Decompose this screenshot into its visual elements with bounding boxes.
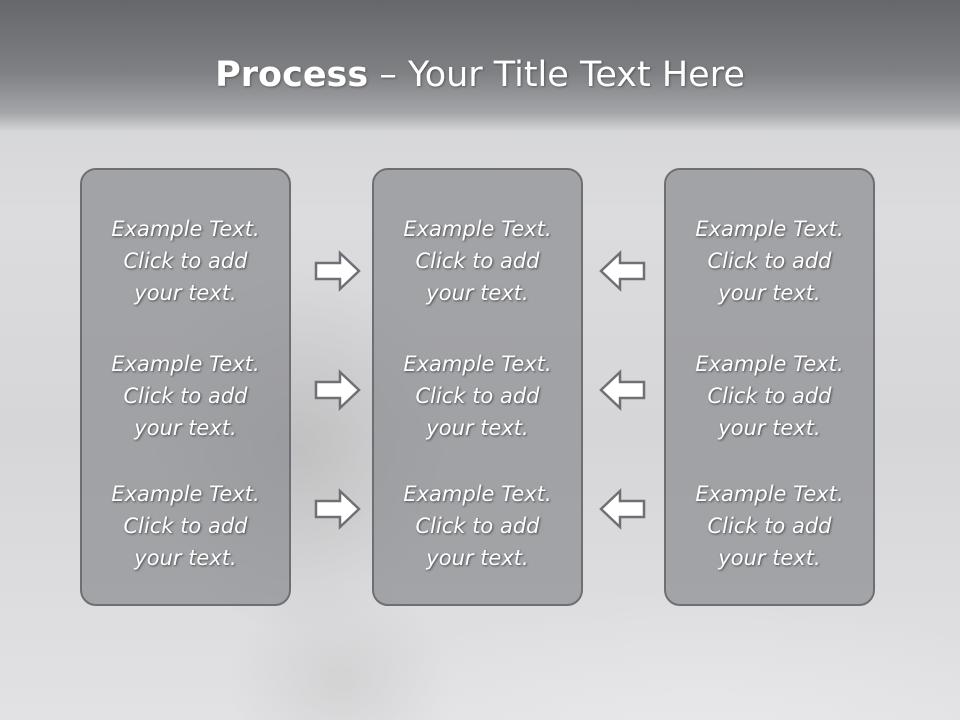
- process-box-left[interactable]: Example Text. Click to add your text. Ex…: [80, 168, 291, 606]
- text-line: Click to add: [123, 384, 248, 408]
- text-line: Example Text.: [695, 482, 844, 506]
- text-line: your text.: [134, 281, 237, 305]
- process-box-right[interactable]: Example Text. Click to add your text. Ex…: [664, 168, 875, 606]
- title-bar: [0, 0, 960, 132]
- title-bold: Process: [215, 55, 369, 95]
- text-line: Click to add: [707, 384, 832, 408]
- text-line: Example Text.: [111, 352, 260, 376]
- text-block[interactable]: Example Text. Click to add your text.: [666, 348, 873, 444]
- text-line: Example Text.: [403, 217, 552, 241]
- text-line: Click to add: [707, 514, 832, 538]
- text-line: Click to add: [707, 249, 832, 273]
- slide-title[interactable]: Process – Your Title Text Here: [0, 52, 960, 98]
- arrow-right-icon: [314, 369, 361, 411]
- text-line: Example Text.: [695, 352, 844, 376]
- text-line: your text.: [134, 416, 237, 440]
- text-line: your text.: [134, 546, 237, 570]
- text-line: your text.: [426, 281, 529, 305]
- text-block[interactable]: Example Text. Click to add your text.: [82, 478, 289, 574]
- process-box-center[interactable]: Example Text. Click to add your text. Ex…: [372, 168, 583, 606]
- title-rest: – Your Title Text Here: [368, 55, 745, 95]
- text-line: Example Text.: [403, 352, 552, 376]
- text-line: your text.: [718, 281, 821, 305]
- text-line: your text.: [426, 416, 529, 440]
- text-line: Example Text.: [695, 217, 844, 241]
- text-line: your text.: [718, 546, 821, 570]
- arrow-left-icon: [599, 250, 646, 292]
- text-block[interactable]: Example Text. Click to add your text.: [82, 213, 289, 309]
- text-block[interactable]: Example Text. Click to add your text.: [374, 478, 581, 574]
- text-line: Example Text.: [403, 482, 552, 506]
- text-line: Click to add: [415, 249, 540, 273]
- text-line: Example Text.: [111, 217, 260, 241]
- text-block[interactable]: Example Text. Click to add your text.: [374, 213, 581, 309]
- arrow-left-icon: [599, 369, 646, 411]
- text-line: your text.: [718, 416, 821, 440]
- text-block[interactable]: Example Text. Click to add your text.: [82, 348, 289, 444]
- text-block[interactable]: Example Text. Click to add your text.: [374, 348, 581, 444]
- text-line: Click to add: [123, 514, 248, 538]
- text-line: Click to add: [123, 249, 248, 273]
- text-block[interactable]: Example Text. Click to add your text.: [666, 213, 873, 309]
- arrow-left-icon: [599, 488, 646, 530]
- arrow-right-icon: [314, 488, 361, 530]
- text-line: Click to add: [415, 514, 540, 538]
- text-block[interactable]: Example Text. Click to add your text.: [666, 478, 873, 574]
- text-line: Click to add: [415, 384, 540, 408]
- text-line: Example Text.: [111, 482, 260, 506]
- arrow-right-icon: [314, 250, 361, 292]
- text-line: your text.: [426, 546, 529, 570]
